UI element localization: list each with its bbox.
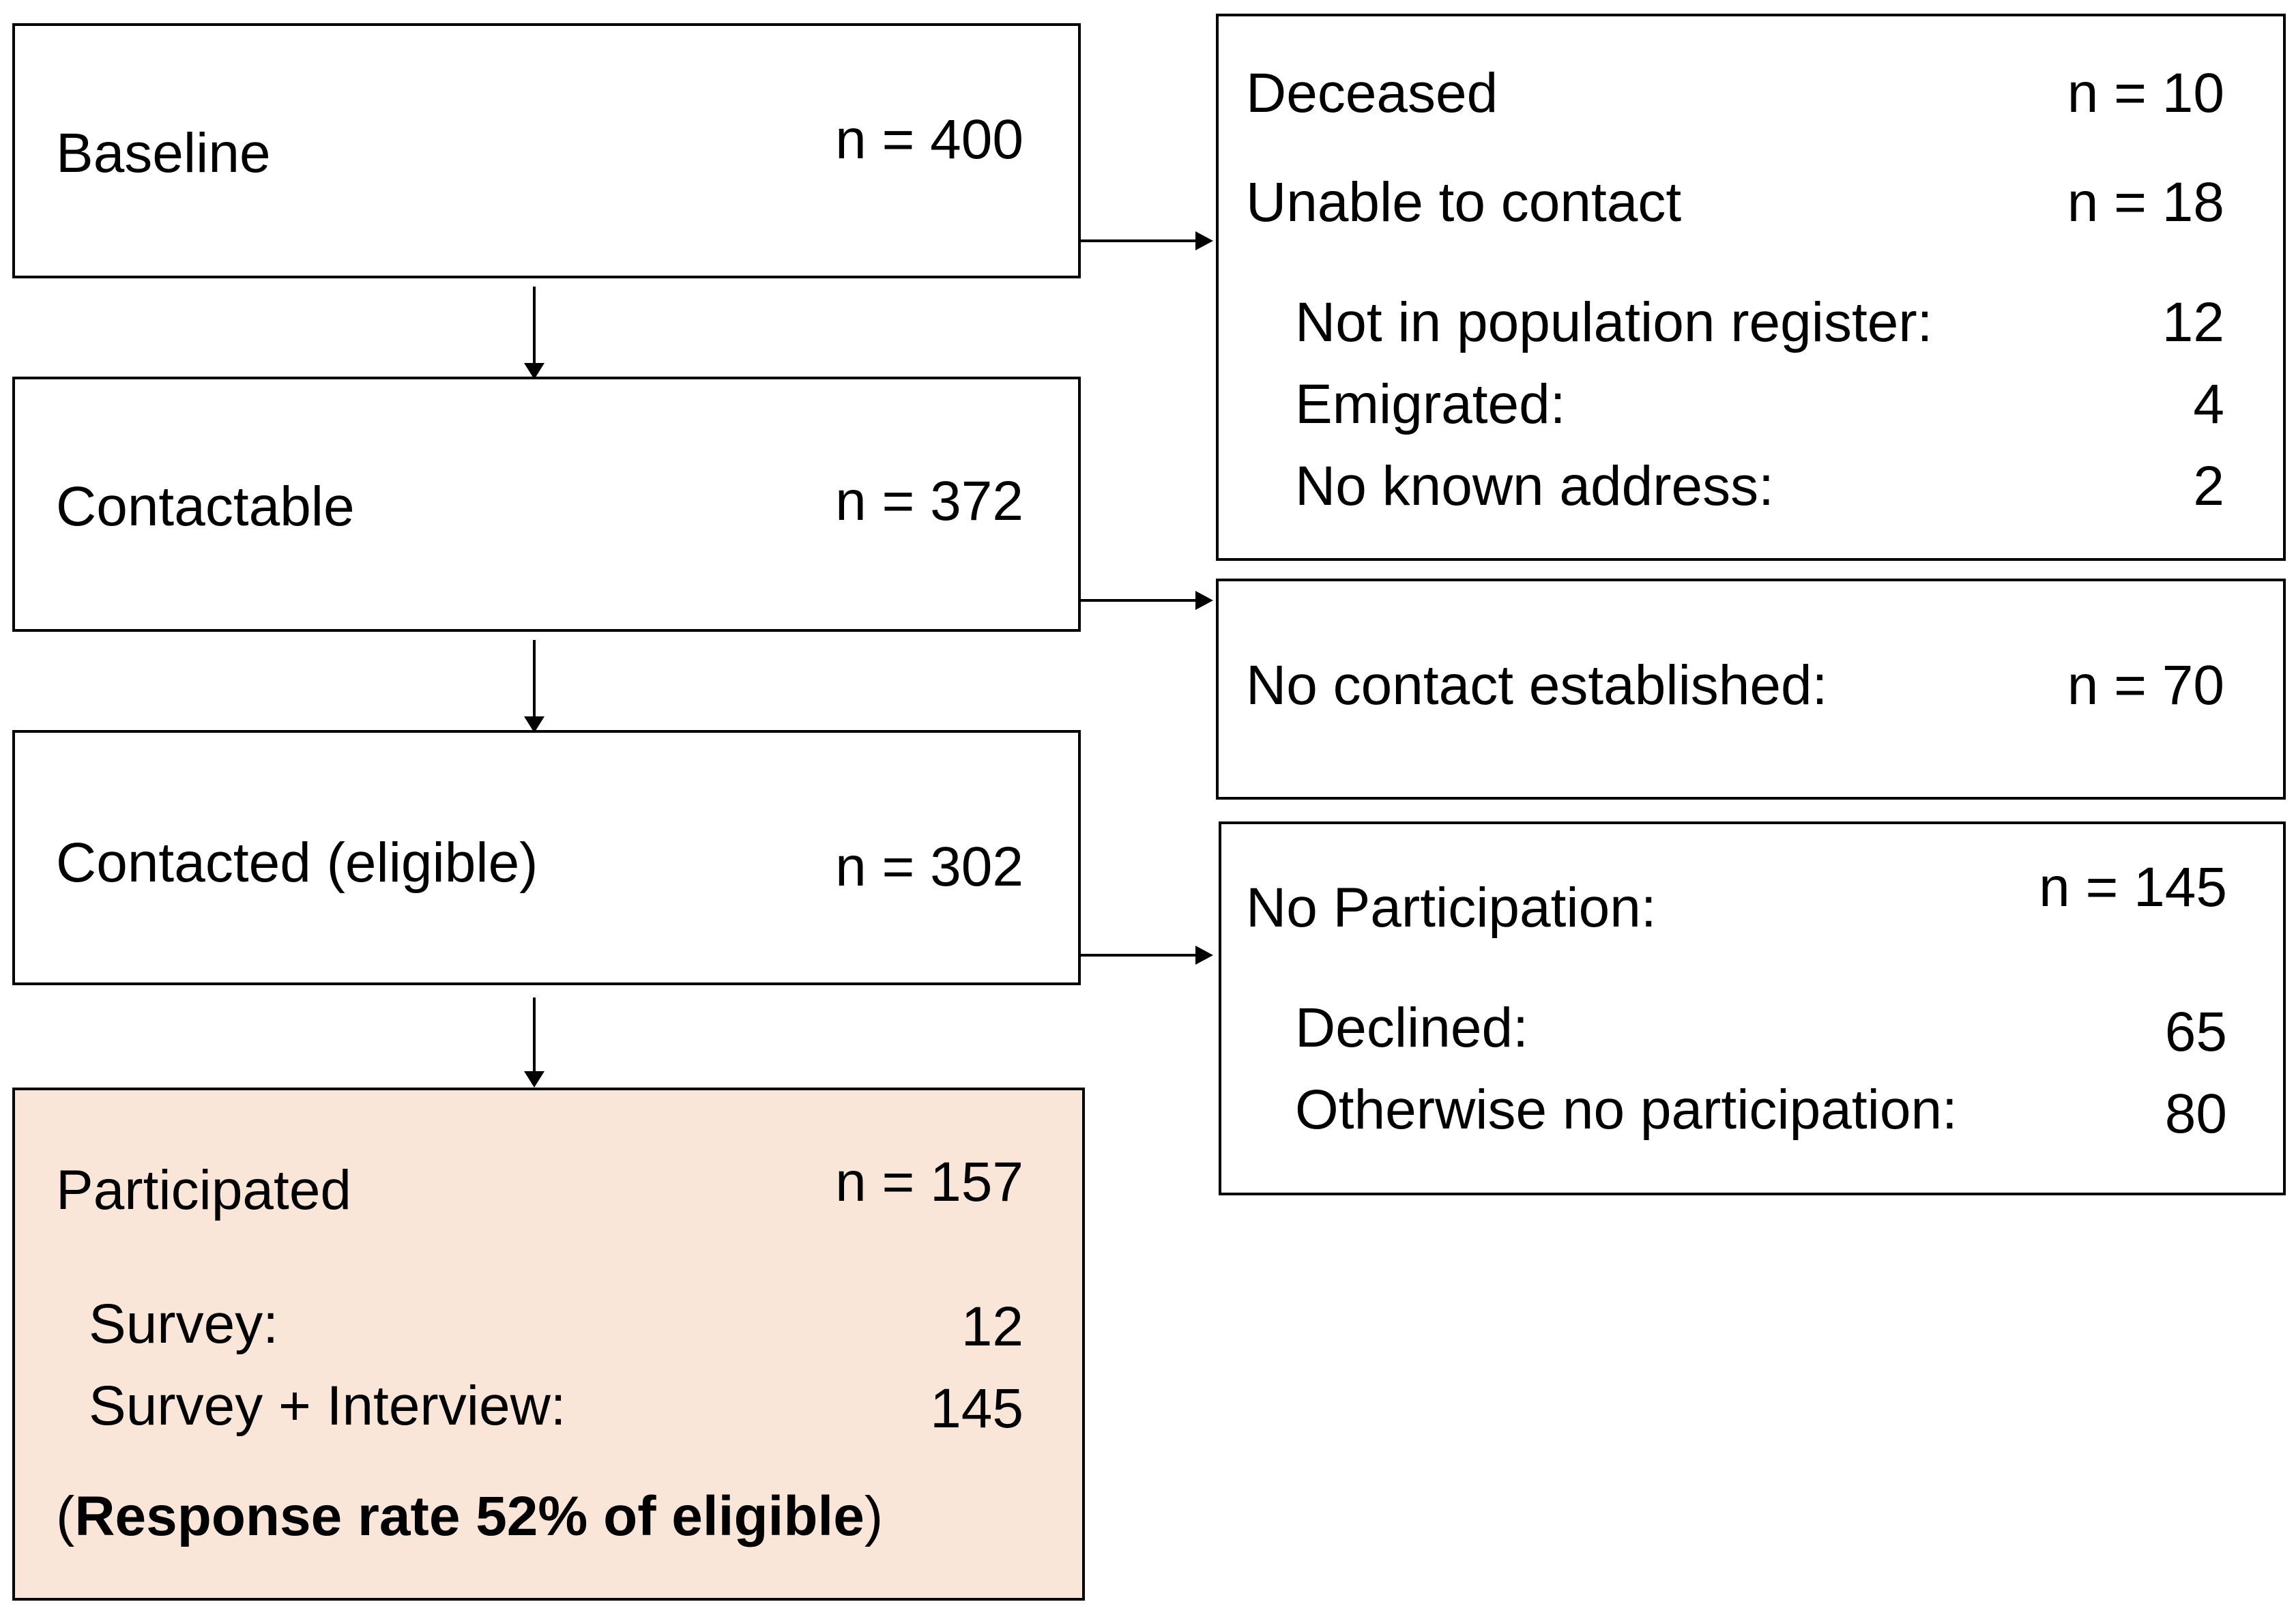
participated-box: Participated n = 157 Survey: 12 Survey +… [12,1088,1085,1601]
otherwise-value: 80 [2164,1083,2227,1145]
contactable-label: Contactable [56,476,355,538]
deceased-label: Deceased [1246,62,1498,124]
no-participation-count: n = 145 [2039,856,2227,918]
deceased-count: n = 10 [2067,62,2224,124]
baseline-label: Baseline [56,122,271,184]
no-address-label: No known address: [1295,455,1774,517]
survey-interview-value: 145 [930,1378,1023,1440]
declined-value: 65 [2164,1001,2227,1063]
not-in-register-label: Not in population register: [1295,291,1933,353]
baseline-box: Baseline n = 400 [12,23,1081,278]
no-address-value: 2 [2193,455,2224,517]
exclusion-box-unreachable: Deceased n = 10 Unable to contact n = 18… [1216,14,2286,561]
no-contact-label: No contact established: [1246,654,1828,716]
contacted-box: Contacted (eligible) n = 302 [12,730,1081,985]
exclusion-box-no-contact: No contact established: n = 70 [1216,579,2286,800]
survey-value: 12 [961,1296,1023,1358]
otherwise-label: Otherwise no participation: [1295,1079,1958,1141]
participated-label: Participated [56,1159,352,1221]
not-in-register-value: 12 [2162,291,2224,353]
no-contact-count: n = 70 [2067,654,2224,716]
contactable-box: Contactable n = 372 [12,377,1081,632]
survey-interview-label: Survey + Interview: [89,1375,566,1437]
baseline-count: n = 400 [835,108,1023,171]
contacted-count: n = 302 [835,836,1023,898]
unable-label: Unable to contact [1246,171,1682,233]
participated-count: n = 157 [835,1151,1023,1213]
unable-count: n = 18 [2067,171,2224,233]
contacted-label: Contacted (eligible) [56,832,538,894]
no-participation-label: No Participation: [1246,877,1657,939]
survey-label: Survey: [89,1293,278,1355]
response-rate-text: Response rate 52% of eligible [74,1485,864,1547]
response-rate-note: (Response rate 52% of eligible) [56,1485,884,1547]
contactable-count: n = 372 [835,470,1023,532]
emigrated-label: Emigrated: [1295,373,1566,435]
exclusion-box-no-participation: No Participation: n = 145 Declined: 65 O… [1219,821,2286,1195]
emigrated-value: 4 [2193,373,2224,435]
declined-label: Declined: [1295,997,1528,1059]
